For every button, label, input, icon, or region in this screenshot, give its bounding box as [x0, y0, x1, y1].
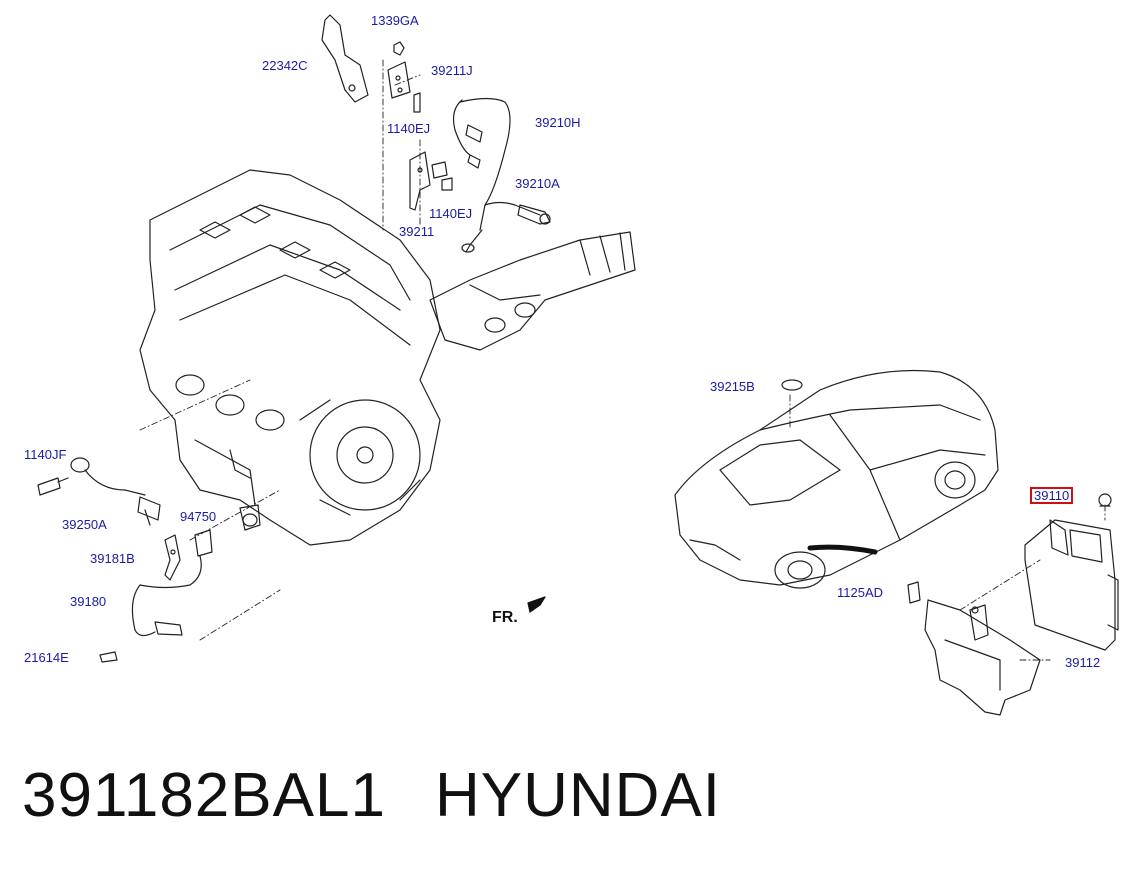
plug-94750-drawing [239, 504, 261, 531]
callout-39181B: 39181B [90, 551, 135, 566]
front-direction-arrow [527, 596, 546, 613]
callout-39250A: 39250A [62, 517, 107, 532]
callout-21614E: 21614E [24, 650, 69, 665]
ecu-bracket-drawing [907, 581, 1041, 716]
part-number-caption: 391182BAL1 [22, 761, 386, 830]
callout-39112: 39112 [1065, 655, 1101, 670]
front-direction-label: FR. [492, 609, 518, 626]
callout-39210A: 39210A [515, 176, 560, 191]
callout-39110-highlighted: 39110 [1030, 487, 1074, 504]
callout-1125AD: 1125AD [837, 585, 884, 600]
callout-22342C: 22342C [262, 58, 308, 73]
callout-39215B: 39215B [710, 379, 755, 394]
callout-39211: 39211 [399, 224, 435, 239]
knock-sensor-drawing [37, 457, 161, 526]
callout-1140EJ-upper: 1140EJ [387, 121, 431, 136]
oxygen-sensor-lower-drawing [484, 201, 551, 225]
callout-1140JF: 1140JF [24, 447, 67, 462]
exploded-parts-illustration [37, 14, 1119, 716]
lower-bracket-drawing [409, 151, 453, 211]
crank-sensor-drawing [99, 529, 213, 663]
sensor-bracket-drawing [321, 14, 421, 113]
oxygen-sensor-upper-drawing [452, 97, 511, 253]
callout-1140EJ-lower: 1140EJ [429, 206, 473, 221]
callout-39210H: 39210H [535, 115, 581, 130]
leader-lines [139, 59, 1106, 661]
ecu-module-drawing [1024, 493, 1119, 651]
exhaust-manifold-drawing [429, 231, 636, 351]
callout-94750: 94750 [180, 509, 217, 524]
engine-block-drawing [139, 169, 441, 546]
callout-39211J: 39211J [431, 63, 473, 78]
callout-1339GA: 1339GA [371, 13, 419, 28]
car-silhouette-drawing [674, 369, 999, 589]
brand-caption: HYUNDAI [435, 761, 722, 830]
callout-39180: 39180 [70, 594, 107, 609]
